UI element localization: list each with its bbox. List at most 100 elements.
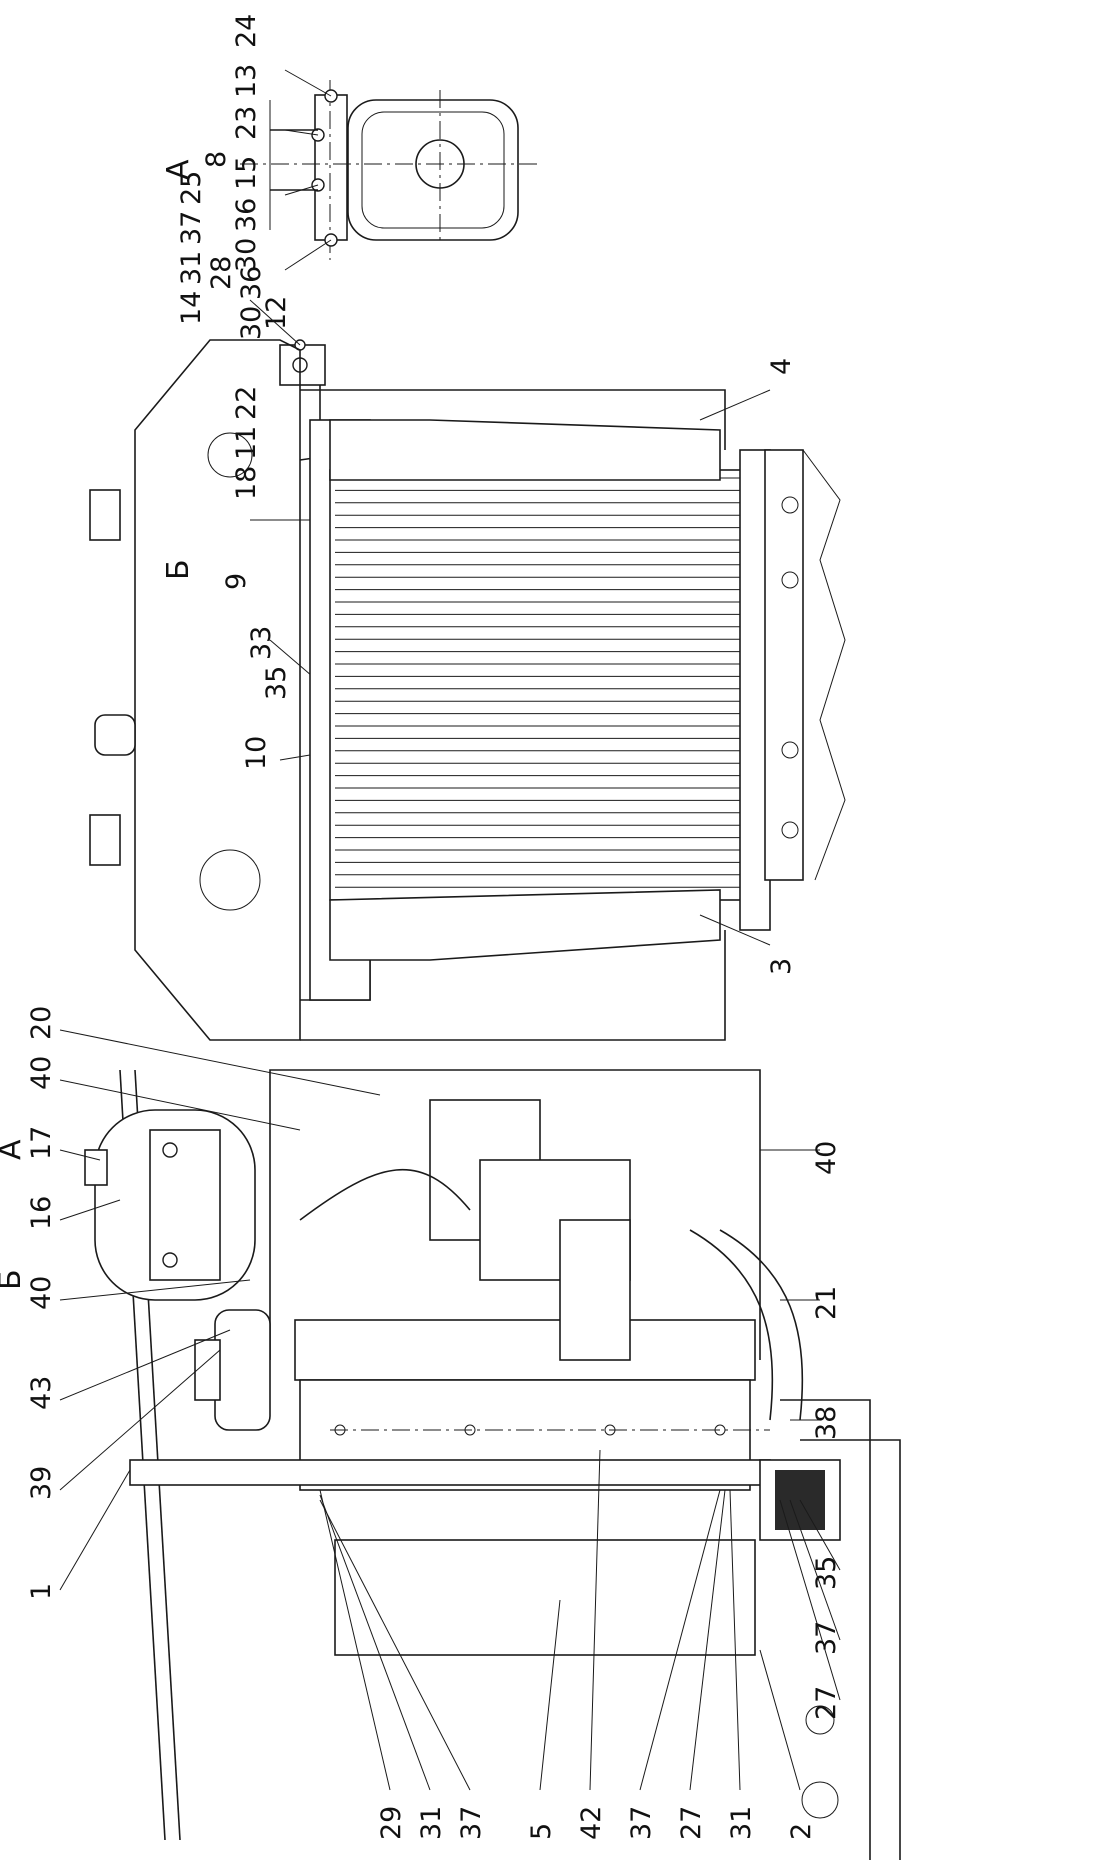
callout-37: 37: [176, 211, 207, 245]
leader: [779, 1499, 841, 1701]
radiator-core: [329, 469, 751, 901]
callout-4: 4: [766, 358, 797, 375]
callout-20: 20: [26, 1006, 57, 1040]
leader: [319, 1494, 431, 1791]
cap: [94, 714, 136, 756]
callout-27b: 27: [676, 1806, 707, 1840]
callout-37b: 37: [626, 1806, 657, 1840]
callout-21: 21: [811, 1286, 842, 1320]
callout-9: 9: [221, 573, 252, 590]
ear: [89, 489, 121, 541]
beam-hole: [781, 741, 799, 759]
engine-outline: [269, 1069, 761, 1360]
tank-cap: [84, 1149, 108, 1186]
leader: [284, 129, 319, 136]
callout-35: 35: [811, 1556, 842, 1590]
callout-3: 3: [766, 958, 797, 975]
leader: [699, 389, 771, 421]
chassis: [780, 1399, 871, 1860]
strap-bolt: [162, 1142, 178, 1158]
bottom-beam: [764, 449, 804, 881]
callout-8: 8: [201, 151, 232, 168]
ear: [89, 814, 121, 866]
callout-23: 23: [231, 106, 262, 140]
callout-36: 36: [231, 198, 262, 232]
rivet: [464, 1424, 476, 1436]
callout-31: 31: [176, 251, 207, 285]
leader: [539, 1599, 561, 1791]
callout-1: 1: [26, 1583, 57, 1600]
callout-17: 17: [26, 1126, 57, 1160]
callout-27: 27: [811, 1686, 842, 1720]
callout-10: 10: [241, 736, 272, 770]
panel-left: [300, 930, 726, 1041]
view-marker-a: А: [0, 1139, 28, 1160]
core-fins: [335, 477, 745, 888]
leader: [249, 299, 301, 346]
chassis-2: [800, 1439, 901, 1860]
callout-38: 38: [811, 1406, 842, 1440]
callout-30b: 30: [236, 306, 267, 340]
plate-1: [129, 1459, 771, 1486]
callout-11: 11: [231, 426, 262, 460]
callout-33: 33: [246, 626, 277, 660]
leader: [799, 1499, 841, 1571]
beam-hole: [781, 496, 799, 514]
leader: [284, 239, 332, 271]
flange-plate: [314, 94, 348, 241]
beam-hole: [781, 821, 799, 839]
callout-31a: 31: [416, 1806, 447, 1840]
lower-hose: [689, 1229, 774, 1421]
leader: [59, 1149, 101, 1161]
leader: [589, 1449, 601, 1791]
callout-37a: 37: [456, 1806, 487, 1840]
beam-break: [802, 449, 846, 881]
view-marker-b: Б: [0, 1269, 28, 1290]
beam-hole: [781, 571, 799, 589]
radiator-side: [294, 1319, 756, 1381]
leader: [319, 1489, 391, 1791]
callout-30: 30: [231, 238, 262, 272]
callout-12: 12: [261, 296, 292, 330]
callout-2: 2: [786, 1823, 817, 1840]
callout-39: 39: [26, 1466, 57, 1500]
tank-strap: [149, 1129, 221, 1281]
leader: [759, 1649, 801, 1791]
rivet: [714, 1424, 726, 1436]
view-b-title: Б: [161, 559, 196, 580]
leader: [789, 1499, 841, 1641]
leader: [639, 1489, 721, 1791]
callout-42: 42: [576, 1806, 607, 1840]
view-a-title: А: [161, 159, 196, 180]
callout-25: 25: [176, 171, 207, 205]
leader: [284, 184, 319, 196]
callout-40a: 40: [26, 1276, 57, 1310]
leader: [689, 1489, 726, 1791]
shroud-outline: [134, 339, 301, 1041]
callout-15: 15: [231, 156, 262, 190]
chassis-hole: [805, 1705, 835, 1735]
leader: [59, 1279, 251, 1301]
upper-hose: [299, 1168, 471, 1221]
leader: [59, 1199, 121, 1221]
detail-view-a: А 24 13 23 15 36 30 8 25 37 31 14: [161, 14, 540, 340]
rivet: [334, 1424, 346, 1436]
rivet: [604, 1424, 616, 1436]
leader: [729, 1489, 741, 1791]
callout-14: 14: [176, 291, 207, 325]
callout-35: 35: [261, 666, 292, 700]
callout-40b: 40: [26, 1056, 57, 1090]
side-view: А Б: [0, 1006, 901, 1860]
side-tank-right: [329, 419, 721, 481]
front-view: 3 4: [89, 339, 846, 1041]
filler-neck: [214, 1309, 271, 1431]
side-tank-left: [329, 889, 721, 961]
port: [199, 849, 261, 911]
callout-40c: 40: [811, 1141, 842, 1175]
leader: [59, 1079, 301, 1131]
callout-5: 5: [526, 1823, 557, 1840]
callout-29: 29: [376, 1806, 407, 1840]
callout-24: 24: [231, 14, 262, 48]
panel-right: [300, 389, 726, 450]
leader: [59, 1029, 381, 1096]
